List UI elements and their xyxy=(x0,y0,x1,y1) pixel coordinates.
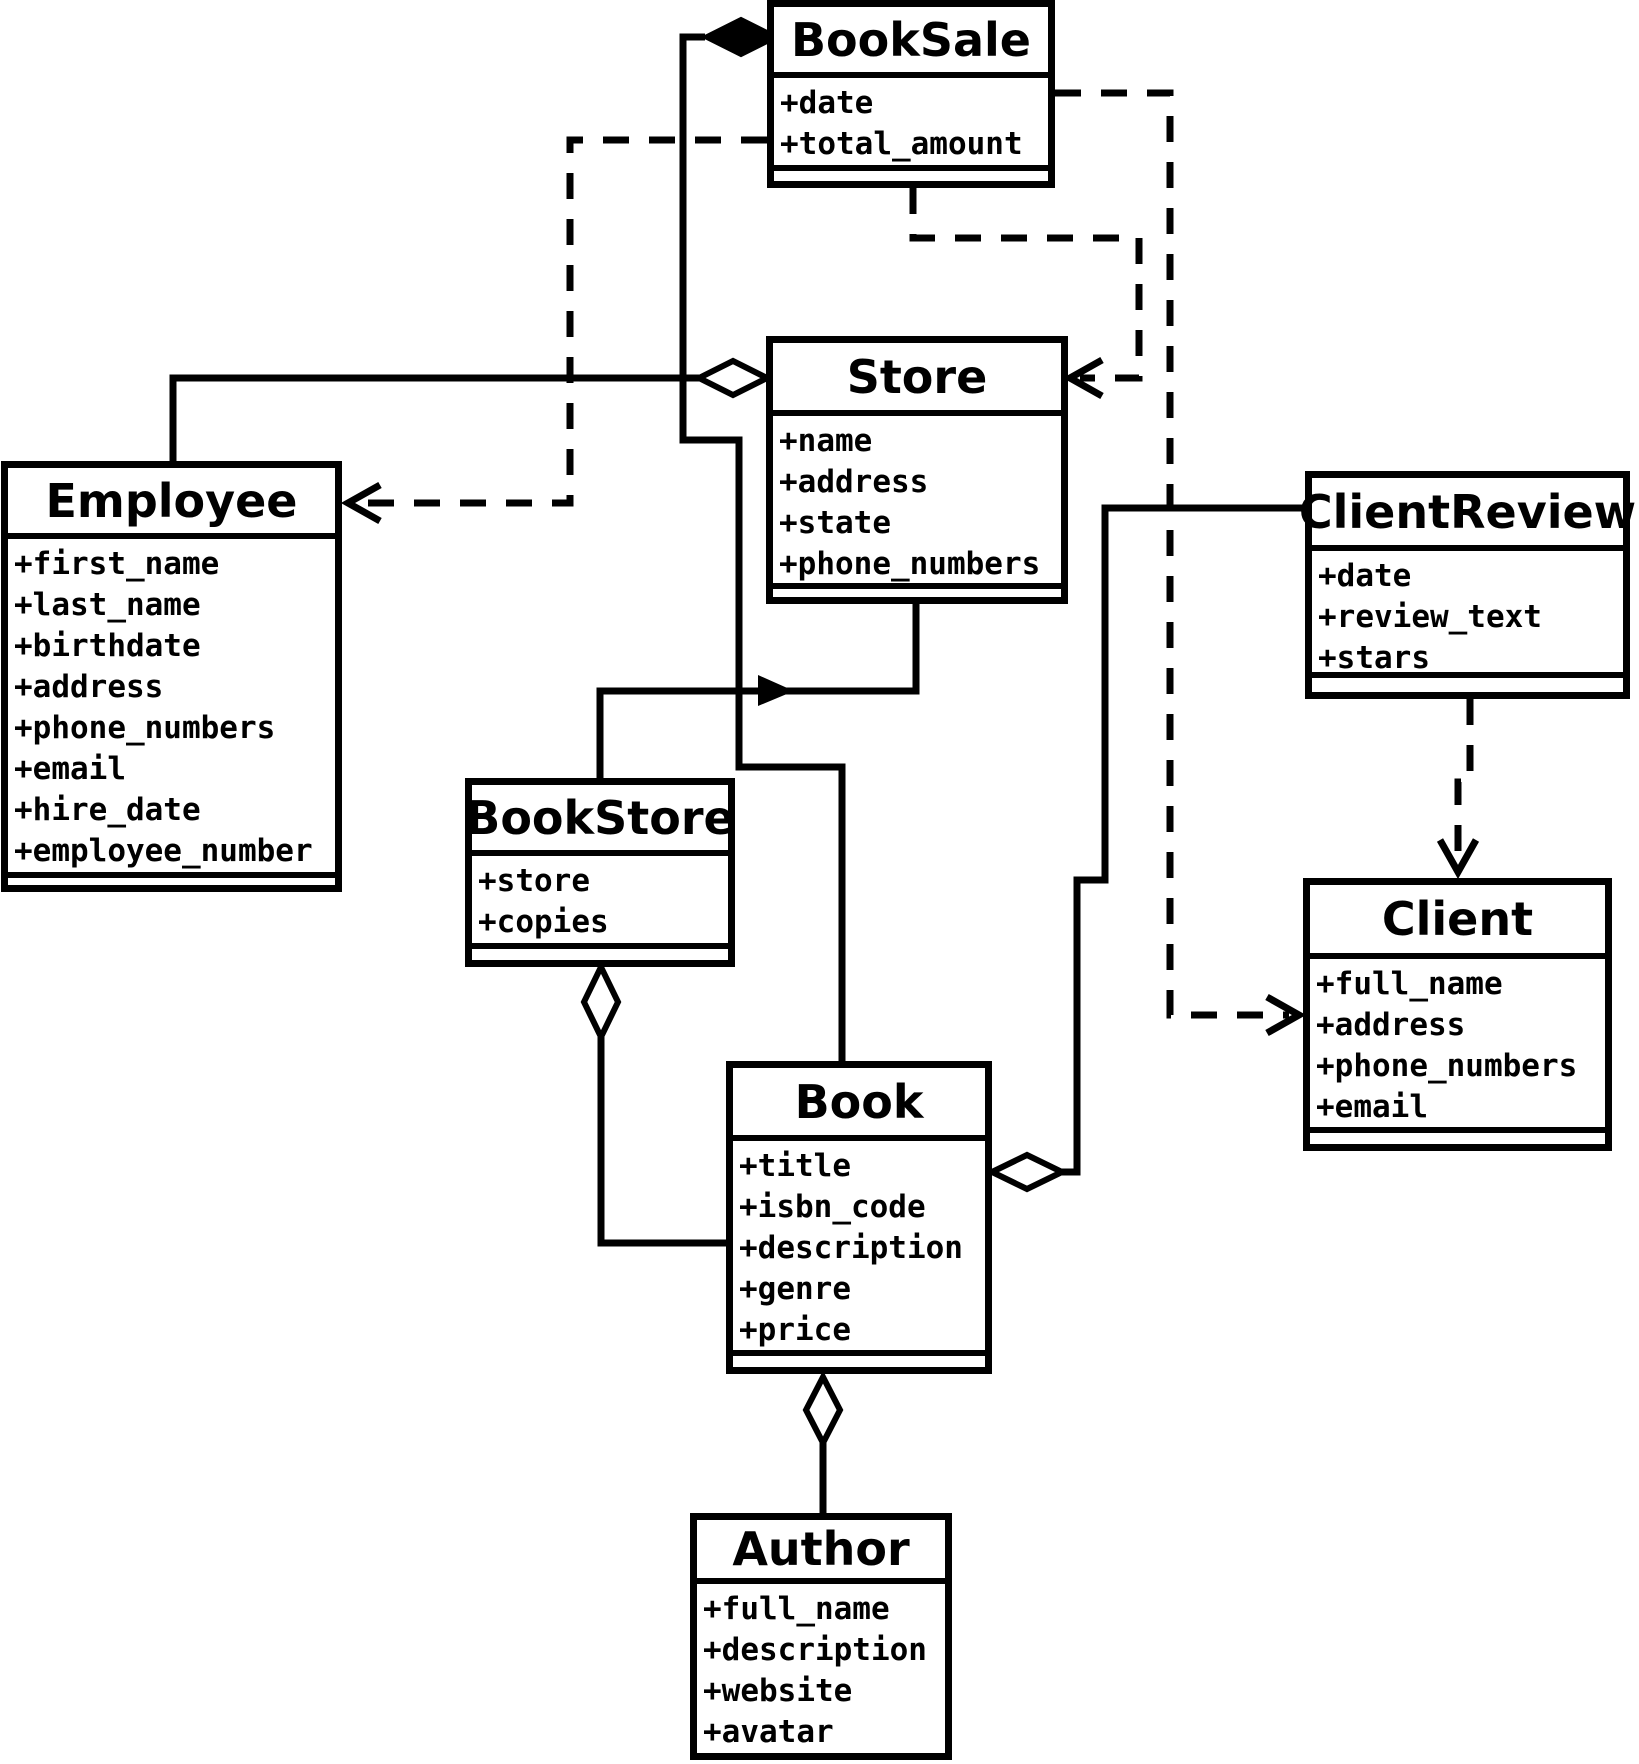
class-book: Book +title +isbn_code +description +gen… xyxy=(726,1061,992,1374)
attribute: +phone_numbers xyxy=(779,546,1041,582)
class-client: Client +full_name +address +phone_number… xyxy=(1303,878,1612,1151)
class-author: Author +full_name +description +website … xyxy=(690,1513,952,1760)
attribute: +date xyxy=(780,85,874,121)
attribute: +birthdate xyxy=(14,628,201,664)
class-title: Client xyxy=(1381,892,1534,946)
attribute: +stars xyxy=(1318,640,1430,676)
attribute: +address xyxy=(779,464,929,500)
class-operations-empty xyxy=(472,943,728,960)
attribute: +full_name xyxy=(1316,966,1503,1002)
aggregation-open-diamond-icon xyxy=(985,1151,1069,1193)
class-attributes: +full_name +description +website +avatar xyxy=(697,1578,945,1753)
dependency-booksale-store-line xyxy=(909,188,1143,382)
class-title: Book xyxy=(794,1074,924,1129)
class-operations-empty xyxy=(733,1350,985,1367)
class-attributes: +store +copies xyxy=(472,850,728,943)
class-clientreview: ClientReview +date +review_text +stars xyxy=(1298,471,1637,699)
attribute: +title xyxy=(739,1148,851,1184)
class-title: ClientReview xyxy=(1298,484,1637,539)
attribute: +employee_number xyxy=(14,833,313,869)
dependency-booksale-employee-line xyxy=(358,136,767,507)
class-title: BookStore xyxy=(465,790,735,845)
class-attributes: +full_name +address +phone_numbers +emai… xyxy=(1310,953,1605,1127)
dependency-arrowhead-icon xyxy=(1062,356,1104,400)
class-attributes: +date +total_amount xyxy=(774,72,1048,165)
attribute: +store xyxy=(478,863,590,899)
association-arrowhead-icon xyxy=(758,675,794,706)
attribute: +phone_numbers xyxy=(1316,1048,1578,1084)
class-attributes: +date +review_text +stars xyxy=(1312,545,1623,676)
dependency-clientreview-client-line xyxy=(1454,699,1474,866)
attribute: +address xyxy=(1316,1007,1466,1043)
class-operations-empty xyxy=(8,872,335,885)
class-attributes: +first_name +last_name +birthdate +addre… xyxy=(8,533,335,872)
aggregation-open-diamond-icon xyxy=(802,1370,844,1450)
aggregation-employee-store-line xyxy=(169,374,699,461)
class-operations-empty xyxy=(773,583,1061,597)
attribute: +last_name xyxy=(14,587,201,623)
class-title: BookSale xyxy=(791,12,1031,67)
attribute: +address xyxy=(14,669,164,705)
class-bookstore: BookStore +store +copies xyxy=(465,778,735,967)
attribute: +email xyxy=(14,751,126,787)
composition-book-booksale-line xyxy=(679,33,846,1061)
aggregation-bookstore-book-line xyxy=(597,1037,726,1247)
aggregation-open-diamond-icon xyxy=(692,357,774,399)
class-operations-empty xyxy=(1312,672,1623,692)
class-attributes: +title +isbn_code +description +genre +p… xyxy=(733,1135,985,1350)
attribute: +copies xyxy=(478,904,609,940)
class-operations-empty xyxy=(774,165,1048,181)
attribute: +website xyxy=(703,1673,853,1709)
attribute: +hire_date xyxy=(14,792,201,828)
dependency-arrowhead-icon xyxy=(340,481,382,525)
attribute: +review_text xyxy=(1318,599,1542,635)
attribute: +name xyxy=(779,423,873,459)
attribute: +description xyxy=(703,1632,927,1668)
attribute: +price xyxy=(739,1312,851,1348)
attribute: +first_name xyxy=(14,546,220,582)
class-title: Employee xyxy=(45,473,298,528)
attribute: +total_amount xyxy=(780,126,1023,162)
aggregation-book-clientreview-line xyxy=(1062,504,1305,1176)
attribute: +isbn_code xyxy=(739,1189,926,1225)
attribute: +email xyxy=(1316,1089,1428,1125)
class-operations-empty xyxy=(1310,1127,1605,1144)
aggregation-open-diamond-icon xyxy=(580,960,622,1044)
attribute: +description xyxy=(739,1230,963,1266)
attribute: +full_name xyxy=(703,1591,890,1627)
attribute: +phone_numbers xyxy=(14,710,276,746)
class-title: Author xyxy=(732,1522,910,1576)
class-attributes: +name +address +state +phone_numbers xyxy=(773,410,1061,583)
class-employee: Employee +first_name +last_name +birthda… xyxy=(1,461,342,892)
dependency-booksale-client-line xyxy=(1055,89,1289,1019)
attribute: +date xyxy=(1318,558,1412,594)
attribute: +avatar xyxy=(703,1714,834,1750)
attribute: +state xyxy=(779,505,891,541)
attribute: +genre xyxy=(739,1271,851,1307)
class-store: Store +name +address +state +phone_numbe… xyxy=(766,336,1068,604)
dependency-arrowhead-icon xyxy=(1265,993,1307,1037)
dependency-arrowhead-icon xyxy=(1436,838,1480,880)
class-title: Store xyxy=(846,349,988,404)
class-booksale: BookSale +date +total_amount xyxy=(767,0,1055,188)
